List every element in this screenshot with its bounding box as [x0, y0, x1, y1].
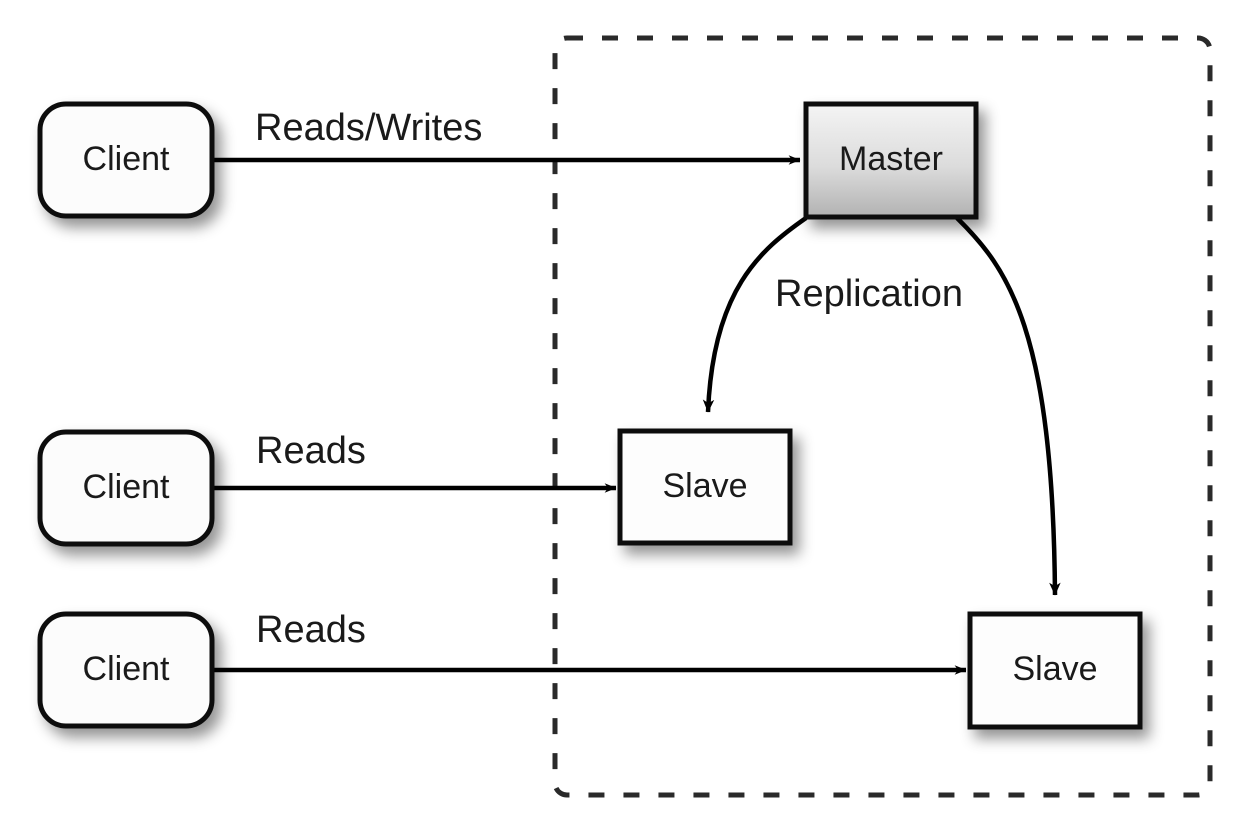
- client-top-box[interactable]: [37, 101, 215, 219]
- edge-master-slave-lower: [955, 216, 1061, 596]
- slave-upper-box[interactable]: [617, 428, 793, 546]
- client-top-label: Client: [83, 140, 170, 178]
- slave-lower-box[interactable]: [967, 611, 1143, 730]
- replication-cluster-boundary: [552, 35, 1213, 798]
- node-client-top[interactable]: Client: [37, 101, 215, 219]
- node-client-middle[interactable]: Client: [37, 429, 215, 547]
- master-label: Master: [839, 140, 943, 178]
- client-bottom-label: Client: [83, 650, 170, 688]
- client-middle-label: Client: [83, 468, 170, 506]
- slave-lower-label: Slave: [1012, 650, 1097, 688]
- node-slave-lower[interactable]: Slave: [967, 611, 1143, 730]
- edge-label-replication: Replication: [775, 273, 963, 315]
- master-box[interactable]: [803, 101, 979, 220]
- client-middle-box[interactable]: [37, 429, 215, 547]
- node-slave-upper[interactable]: Slave: [617, 428, 793, 546]
- edge-label-reads-middle: Reads: [256, 430, 366, 472]
- slave-upper-label: Slave: [662, 467, 747, 505]
- edge-master-slave-upper: [702, 216, 808, 413]
- edge-label-reads-writes: Reads/Writes: [255, 107, 482, 149]
- node-master[interactable]: Master: [803, 101, 979, 220]
- edge-label-reads-bottom: Reads: [256, 609, 366, 651]
- client-bottom-box[interactable]: [37, 611, 215, 729]
- node-client-bottom[interactable]: Client: [37, 611, 215, 729]
